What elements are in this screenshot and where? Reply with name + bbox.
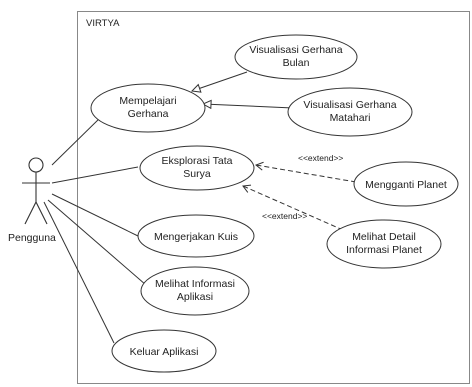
extend-label-mengganti-planet: <<extend>>	[298, 153, 343, 163]
generalization-visualisasi-bulan	[190, 71, 248, 93]
use-case-melihat-detail-informasi-planet: Melihat Detail Informasi Planet	[326, 219, 442, 269]
use-case-visualisasi-gerhana-matahari: Visualisasi Gerhana Matahari	[287, 87, 413, 137]
uc-label-line: Visualisasi Gerhana	[249, 44, 342, 56]
assoc-mengerjakan-kuis	[51, 193, 139, 237]
uc-label-line: Eksplorasi Tata	[161, 155, 232, 167]
use-case-eksplorasi-tata-surya: Eksplorasi Tata Surya	[139, 145, 255, 191]
assoc-mempelajari-gerhana	[51, 114, 104, 166]
uc-label-line: Mempelajari	[119, 95, 176, 107]
uc-label-line: Gerhana	[128, 108, 169, 120]
actor-head	[28, 157, 44, 173]
use-case-mengerjakan-kuis: Mengerjakan Kuis	[137, 214, 255, 258]
system-title: VIRTYA	[86, 18, 120, 29]
use-case-melihat-informasi-aplikasi: Melihat Informasi Aplikasi	[140, 266, 250, 316]
extend-mengganti-planet	[255, 161, 357, 183]
actor-left-leg	[24, 201, 37, 225]
use-case-keluar-aplikasi: Keluar Aplikasi	[111, 329, 217, 373]
uc-label-line: Informasi Planet	[346, 244, 422, 256]
actor-pengguna	[22, 157, 50, 225]
extend-label-melihat-detail-planet: <<extend>>	[262, 211, 307, 221]
uc-label-line: Keluar Aplikasi	[130, 346, 199, 358]
system-boundary	[77, 11, 470, 384]
uc-label-line: Mengganti Planet	[365, 179, 447, 191]
uc-label-line: Bulan	[283, 57, 310, 69]
assoc-keluar-aplikasi	[43, 201, 115, 344]
assoc-melihat-informasi-aplikasi	[47, 199, 147, 286]
use-case-mengganti-planet: Mengganti Planet	[353, 161, 459, 207]
extend-melihat-detail-planet	[242, 184, 344, 231]
uc-label-line: Surya	[183, 168, 211, 180]
uc-label-line: Visualisasi Gerhana	[303, 99, 396, 111]
actor-right-leg	[35, 201, 48, 225]
uc-label-line: Matahari	[330, 112, 371, 124]
generalization-visualisasi-matahari	[201, 99, 294, 110]
uc-label-line: Melihat Informasi	[155, 278, 235, 290]
actor-label: Pengguna	[8, 232, 56, 244]
use-case-visualisasi-gerhana-bulan: Visualisasi Gerhana Bulan	[234, 34, 358, 80]
assoc-eksplorasi-tata-surya	[51, 166, 139, 184]
uc-label-line: Melihat Detail	[352, 231, 416, 243]
uc-label-line: Mengerjakan Kuis	[154, 231, 238, 243]
use-case-mempelajari-gerhana: Mempelajari Gerhana	[90, 83, 206, 133]
uc-label-line: Aplikasi	[177, 291, 213, 303]
